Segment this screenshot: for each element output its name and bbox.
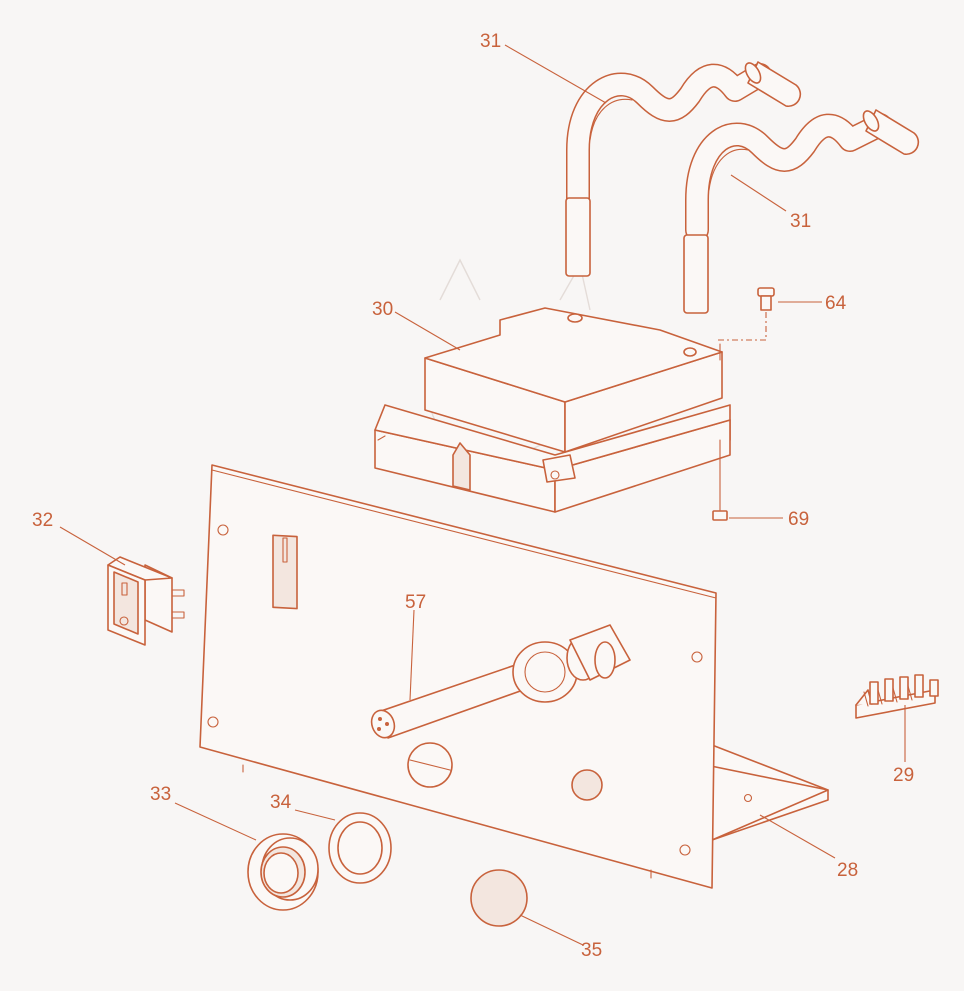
- callout-31-right: 31: [790, 211, 811, 232]
- callout-57: 57: [405, 592, 426, 613]
- callout-33: 33: [150, 784, 171, 805]
- callout-29: 29: [893, 765, 914, 786]
- callout-69: 69: [788, 509, 809, 530]
- nut-69: [712, 439, 728, 521]
- leader-lines: [59, 44, 906, 946]
- ignition-transformer: [374, 307, 731, 513]
- cover-disc: [470, 869, 528, 927]
- rocker-switch: [107, 556, 185, 646]
- screw-64: [718, 287, 775, 341]
- callout-28: 28: [837, 860, 858, 881]
- mounting-plate: [199, 464, 829, 889]
- callout-64: 64: [825, 293, 847, 314]
- grommet-33: [247, 833, 319, 911]
- gasket-34: [328, 812, 392, 884]
- ignition-cable-left: [565, 61, 802, 277]
- callout-31-left: 31: [480, 31, 501, 52]
- ignition-cable-right: [683, 109, 920, 314]
- terminal-strip: [855, 674, 939, 719]
- electrode-rod: [370, 624, 631, 739]
- callout-32: 32: [32, 510, 53, 531]
- callout-34: 34: [270, 792, 292, 813]
- callout-35: 35: [581, 940, 602, 961]
- callout-30: 30: [372, 299, 393, 320]
